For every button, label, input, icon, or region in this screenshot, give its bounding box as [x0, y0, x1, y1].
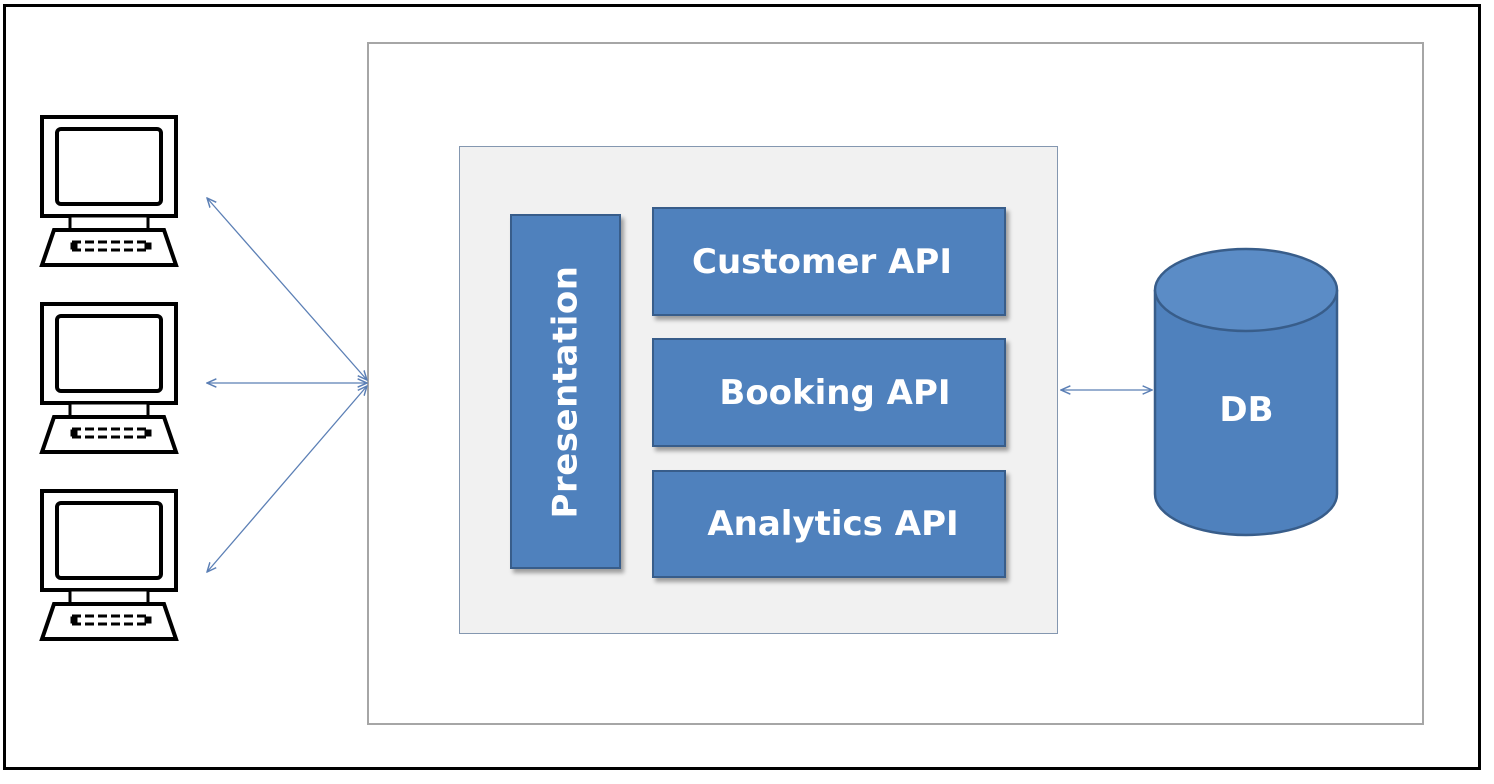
- booking-api-block: Booking API: [652, 338, 1006, 447]
- customer-api-block: Customer API: [652, 207, 1006, 316]
- client-computer-icon: [40, 302, 178, 454]
- customer-api-label: Customer API: [692, 241, 952, 282]
- presentation-layer: Presentation: [510, 214, 621, 569]
- client-computer-icon: [40, 489, 178, 641]
- client-computer-icon: [40, 115, 178, 267]
- database-cylinder-icon: [1153, 247, 1339, 537]
- database-label: DB: [1219, 390, 1274, 430]
- client-connector-1: [207, 198, 367, 380]
- outer-border: [3, 4, 1481, 770]
- client-connector-3: [207, 386, 367, 572]
- analytics-api-block: Analytics API: [652, 470, 1006, 578]
- analytics-api-label: Analytics API: [707, 504, 959, 544]
- booking-api-label: Booking API: [719, 372, 951, 413]
